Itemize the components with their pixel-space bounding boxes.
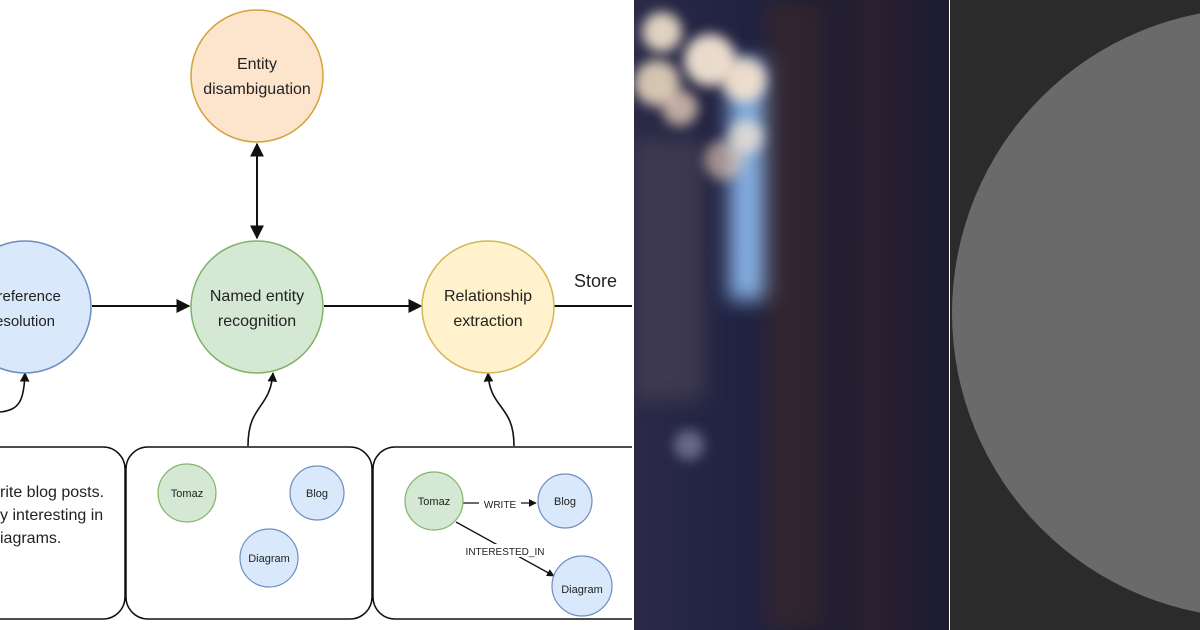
- rel-blog-node: Blog: [537, 473, 593, 529]
- bokeh-light: [729, 120, 763, 154]
- ner-label-2: recognition: [218, 313, 296, 330]
- nerbox-to-ner-arrow: [247, 372, 278, 447]
- named-entity-recognition-node: Named entity recognition: [190, 240, 324, 374]
- entity-disambiguation-label-1: Entity: [237, 56, 277, 73]
- gray-disc: [952, 8, 1200, 618]
- text-line-2: y interesting in: [0, 507, 103, 524]
- text-line-1: rite blog posts.: [0, 484, 104, 501]
- diagram-canvas: Entity disambiguation oreference esoluti…: [0, 9, 632, 620]
- interested-in-label: INTERESTED_IN: [466, 547, 545, 558]
- ner-blog-label: Blog: [306, 488, 328, 500]
- text-line-3: iagrams.: [0, 530, 61, 547]
- coreference-label-1: oreference: [0, 288, 61, 305]
- nlp-pipeline-diagram: Entity disambiguation oreference esoluti…: [0, 9, 632, 620]
- bokeh-light: [674, 430, 704, 460]
- entity-disambiguation-node: Entity disambiguation: [190, 9, 324, 143]
- ner-blog-node: Blog: [289, 465, 345, 521]
- rel-tomaz-node: Tomaz: [404, 471, 464, 531]
- relbox-to-relation-arrow: [483, 372, 515, 447]
- ner-tomaz-node: Tomaz: [157, 463, 217, 523]
- relation-label-1: Relationship: [444, 288, 532, 305]
- relation-label-2: extraction: [453, 313, 522, 330]
- right-decorative-panel: [950, 0, 1200, 630]
- bokeh-light: [662, 90, 698, 126]
- ner-tomaz-label: Tomaz: [171, 488, 203, 500]
- rel-tomaz-label: Tomaz: [418, 496, 450, 508]
- store-label: Store: [574, 271, 617, 291]
- text-box: [0, 446, 126, 620]
- relationship-extraction-node: Relationship extraction: [421, 240, 555, 374]
- textbox-to-coref-arrow: [0, 372, 30, 413]
- coreference-resolution-node: oreference esolution: [0, 240, 92, 374]
- rel-diagram-node: Diagram: [551, 555, 613, 617]
- ner-diagram-label: Diagram: [248, 553, 290, 565]
- bokeh-light: [642, 12, 682, 52]
- rel-diagram-label: Diagram: [561, 584, 603, 596]
- ner-label-1: Named entity: [210, 288, 304, 305]
- ner-diagram-node: Diagram: [239, 528, 299, 588]
- blurred-photo-panel: [634, 0, 949, 630]
- coreference-label-2: esolution: [0, 313, 55, 330]
- write-label: WRITE: [484, 500, 517, 511]
- rel-blog-label: Blog: [554, 496, 576, 508]
- entity-disambiguation-label-2: disambiguation: [203, 81, 311, 98]
- bokeh-light: [722, 58, 766, 102]
